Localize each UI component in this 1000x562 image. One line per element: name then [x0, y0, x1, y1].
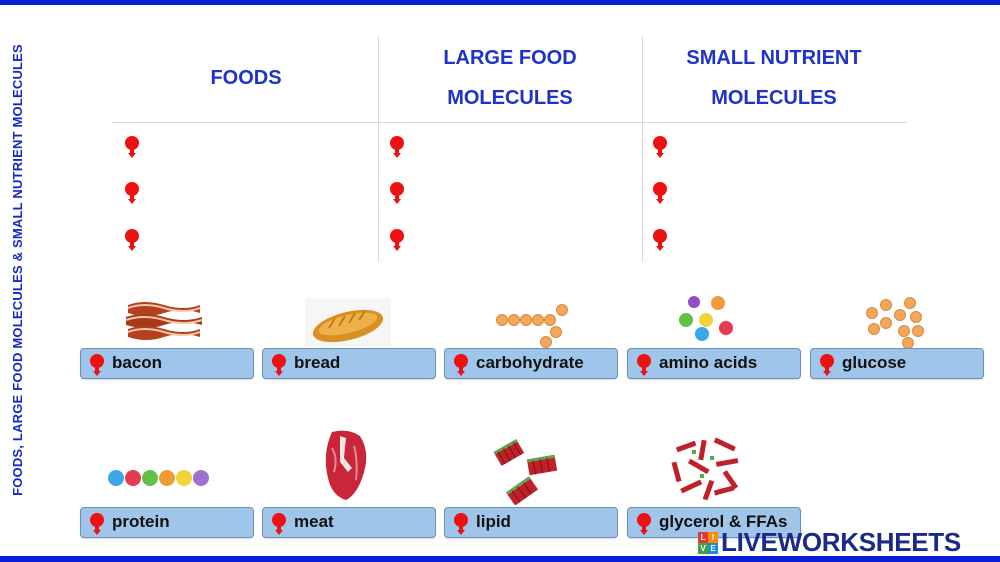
card-carbohydrate[interactable]: carbohydrate — [444, 348, 618, 379]
card-label: carbohydrate — [476, 353, 584, 372]
lipid-image — [493, 439, 558, 505]
drop-slot-large-3[interactable] — [390, 229, 412, 253]
side-title: FOODS, LARGE FOOD MOLECULES & SMALL NUTR… — [10, 44, 25, 496]
card-label: meat — [294, 512, 334, 531]
pin-icon — [390, 136, 404, 150]
drop-slot-small-1[interactable] — [653, 136, 675, 160]
card-label: amino acids — [659, 353, 758, 372]
card-bacon[interactable]: bacon — [80, 348, 254, 379]
header-foods: FOODS — [140, 58, 352, 98]
pin-icon — [637, 354, 651, 368]
logo-badge-icon: L I V E — [698, 531, 718, 554]
card-protein[interactable]: protein — [80, 507, 254, 538]
card-amino-acids[interactable]: amino acids — [627, 348, 801, 379]
pin-icon — [272, 354, 286, 368]
logo-badge-letter: I — [708, 531, 718, 543]
pin-icon — [653, 136, 667, 150]
header-divider — [112, 122, 907, 123]
logo-badge-letter: V — [698, 542, 708, 554]
meat-image — [325, 430, 367, 500]
pin-icon — [454, 513, 468, 527]
glucose-image — [866, 297, 924, 349]
card-label: bread — [294, 353, 341, 372]
header-foods-text: FOODS — [210, 67, 282, 89]
pin-icon — [820, 354, 834, 368]
drop-slot-foods-2[interactable] — [125, 182, 147, 206]
drop-slot-large-1[interactable] — [390, 136, 412, 160]
header-large-food-molecules: LARGE FOOD MOLECULES — [390, 38, 630, 118]
bread-image — [305, 298, 391, 346]
card-label: lipid — [476, 512, 511, 531]
liveworksheets-logo: L I V E LIVEWORKSHEETS — [698, 527, 961, 557]
bacon-image — [125, 302, 203, 340]
pin-icon — [272, 513, 286, 527]
card-glycerol-ffas[interactable]: glycerol & FFAs — [627, 507, 801, 538]
pin-icon — [90, 354, 104, 368]
pin-icon — [653, 182, 667, 196]
header-small-line2: MOLECULES — [711, 87, 837, 109]
header-small-line1: SMALL NUTRIENT — [686, 47, 862, 69]
top-border — [0, 0, 1000, 5]
header-large-line1: LARGE FOOD — [443, 47, 577, 69]
drop-slot-foods-1[interactable] — [125, 136, 147, 160]
pin-icon — [125, 136, 139, 150]
card-label: bacon — [112, 353, 163, 372]
card-label: glucose — [842, 353, 907, 372]
card-bread[interactable]: bread — [262, 348, 436, 379]
drop-slot-large-2[interactable] — [390, 182, 412, 206]
card-lipid[interactable]: lipid — [444, 507, 618, 538]
glycerol-ffas-image — [671, 437, 739, 501]
card-label: glycerol & FFAs — [659, 512, 788, 531]
pin-icon — [637, 513, 651, 527]
pin-icon — [390, 229, 404, 243]
header-small-nutrient-molecules: SMALL NUTRIENT MOLECULES — [650, 38, 898, 118]
carbohydrate-image — [496, 304, 568, 348]
pin-icon — [454, 354, 468, 368]
header-large-line2: MOLECULES — [447, 87, 573, 109]
protein-image — [108, 470, 209, 486]
pin-icon — [90, 513, 104, 527]
pin-icon — [653, 229, 667, 243]
pin-icon — [390, 182, 404, 196]
drop-slot-small-3[interactable] — [653, 229, 675, 253]
card-label: protein — [112, 512, 170, 531]
card-glucose[interactable]: glucose — [810, 348, 984, 379]
pin-icon — [125, 229, 139, 243]
amino-acids-image — [679, 296, 733, 341]
column-divider-2 — [642, 36, 643, 262]
drop-slot-small-2[interactable] — [653, 182, 675, 206]
logo-text: LIVEWORKSHEETS — [721, 527, 961, 557]
card-meat[interactable]: meat — [262, 507, 436, 538]
bottom-border — [0, 556, 1000, 562]
logo-badge-letter: L — [698, 531, 708, 543]
pin-icon — [125, 182, 139, 196]
column-divider-1 — [378, 36, 379, 262]
logo-badge-letter: E — [708, 542, 718, 554]
drop-slot-foods-3[interactable] — [125, 229, 147, 253]
